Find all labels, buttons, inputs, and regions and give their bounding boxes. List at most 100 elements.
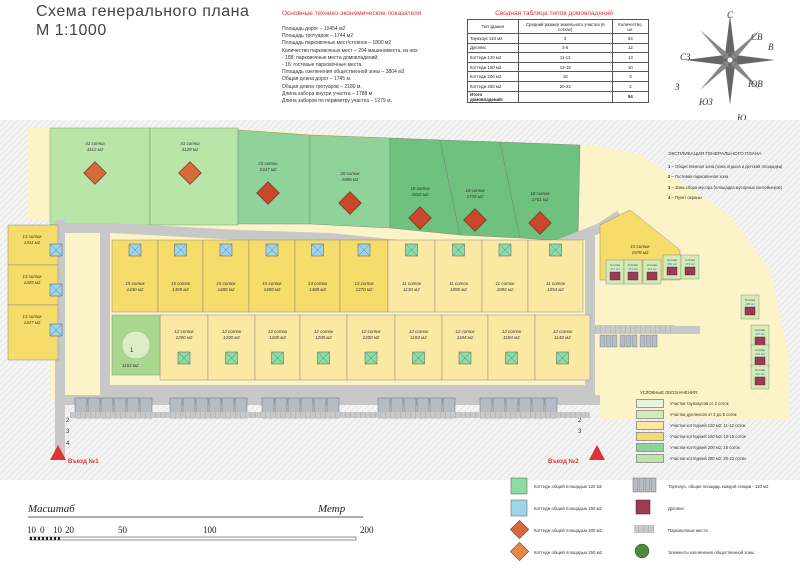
plot-name: 4 сотки	[667, 258, 677, 262]
explication-item: 2 – Гостевая парковочная зона	[668, 174, 788, 180]
plot-name: 3 сотки	[610, 263, 620, 267]
compass-ray-e	[730, 55, 775, 65]
house-icon-roof	[364, 351, 378, 365]
house-icon-roof	[49, 283, 63, 297]
plot-name: 11 соток	[496, 281, 516, 286]
summary-cell: 54	[611, 33, 650, 44]
plot-area: 2347 м2	[259, 167, 277, 172]
house-icon-roof	[317, 351, 330, 365]
compass-ray-sw	[700, 60, 730, 90]
legend-townhouse-icon	[650, 477, 657, 493]
plot-area: 1778 м2	[467, 194, 484, 199]
public-zone-number: 1	[130, 348, 134, 354]
plot-area: 1200 м2	[269, 335, 286, 340]
indicator-line: Площадь тротуаров – 1744 м2	[282, 33, 353, 40]
cottage-icon	[256, 181, 280, 205]
plot-name: 18 соток	[530, 191, 550, 196]
compass-label-ne: СВ	[751, 32, 763, 42]
summary-cell: Итого домовладений:	[467, 90, 519, 103]
summary-cell: 10	[611, 61, 650, 73]
page-title: Схема генерального плана М 1:1000	[36, 2, 249, 40]
buildings-legend-label: Коттедж общей площадью 250 м2	[534, 550, 603, 555]
plot-area: 360 м2	[667, 262, 677, 266]
plot-name: 4 сотки	[755, 328, 765, 332]
legend-item: Участки коттеджей 120 м2; 11-12 соток	[604, 420, 800, 431]
entrance-1: Въезд №1	[50, 445, 99, 465]
plot-area: 441 м2	[755, 352, 765, 356]
entrance-1-label: Въезд №1	[68, 458, 99, 465]
summary-cell: 20-23	[517, 80, 613, 92]
plot-row2	[299, 314, 348, 381]
summary-cell: Дуплекс	[467, 42, 519, 54]
plot-area: 1095 м2	[497, 287, 514, 292]
scale-unit: Метр	[317, 503, 346, 515]
summary-heading: Сводная таблица типов домовладений	[495, 10, 613, 17]
scale-tick: 0	[40, 525, 45, 535]
plot-row2	[441, 314, 489, 381]
title-line-1: Схема генерального плана	[36, 3, 250, 20]
plot-area: 1270 м2	[356, 287, 373, 292]
plot-area: 498 м2	[745, 302, 755, 306]
plot-area: 1200 м2	[363, 335, 380, 340]
duplex-icon	[754, 376, 766, 386]
cottage-icon	[338, 191, 362, 215]
indicator-line: Площадь парковочных мест/стоянок – 1890 …	[282, 40, 392, 47]
scale-label: Масштаб	[27, 503, 75, 515]
plot-row2	[534, 314, 591, 381]
plot-name: 23 сотки	[257, 161, 278, 166]
plot-left-3	[7, 304, 59, 361]
explication-num: 2	[668, 174, 671, 179]
cottage-icon	[408, 206, 432, 230]
duplex-icon	[744, 306, 756, 316]
plot-name: 41 сотка	[180, 141, 200, 146]
plot-name: 15 соток	[262, 281, 282, 286]
buildings-legend-right: Таунхаус, общая площадь каждой секции - …	[632, 477, 769, 559]
plot-row2	[394, 314, 443, 381]
plot-area: 313 м2	[628, 267, 638, 271]
plot-area: 407 м2	[755, 332, 765, 336]
legend-item: Участки коттеджей 200 м2; 18 соток	[604, 442, 800, 453]
legend-duplex-icon	[635, 499, 651, 515]
legend-swatch	[636, 399, 664, 408]
scale-check	[46, 537, 48, 540]
buildings-legend-label: Коттедж общей площадью 200 м2	[534, 528, 603, 533]
house-icon-roof	[174, 243, 187, 257]
house-icon-roof	[271, 351, 284, 365]
legend-item: Участки дуплексов от 3 до 5 соток	[604, 409, 800, 420]
plot-name: 4 сотки	[685, 258, 695, 262]
explication-block: ЭКСПЛИКАЦИЯ ГЕНЕРАЛЬНОГО ПЛАНА 1 – Общес…	[668, 152, 788, 206]
duplex-icon	[666, 266, 678, 276]
plot-area: 1184 м2	[457, 335, 474, 340]
scale-tick: 100	[203, 525, 217, 535]
summary-cell: 11-12	[517, 52, 613, 63]
scale-check	[30, 537, 32, 540]
plot-name: 12 соток	[502, 329, 522, 334]
house-icon-roof	[177, 351, 191, 365]
indicator-line: Количество парковочных мест – 204 машино…	[282, 47, 419, 54]
explication-item: 3 – Зона сбора мусора (площадка мусорных…	[668, 185, 788, 191]
house-icon-roof	[225, 351, 238, 365]
plot-name: 41 сотка	[85, 141, 105, 146]
plot-row2	[159, 314, 209, 381]
scale-check	[54, 537, 56, 540]
plot-name: 3 сотки	[755, 368, 765, 372]
parking-east	[595, 325, 675, 333]
plot-area: 1408 м2	[309, 287, 326, 292]
plot-left-1	[7, 224, 59, 266]
townhouse-icon	[631, 334, 638, 348]
plot-area: 1200 м2	[176, 335, 193, 340]
entrance-2-label: Въезд №2	[548, 458, 579, 465]
plot-area: 1200 м2	[315, 335, 332, 340]
plot-area: 1440 м2	[127, 287, 144, 292]
house-icon-roof	[49, 243, 63, 257]
plot-name: 15 соток	[216, 281, 236, 286]
summary-cell: 94	[611, 90, 650, 103]
legend-block: УСЛОВНЫЕ ОБОЗНАЧЕНИЯ: Участки таунхаусов…	[604, 390, 800, 464]
legend-cottage-icon	[509, 541, 530, 562]
